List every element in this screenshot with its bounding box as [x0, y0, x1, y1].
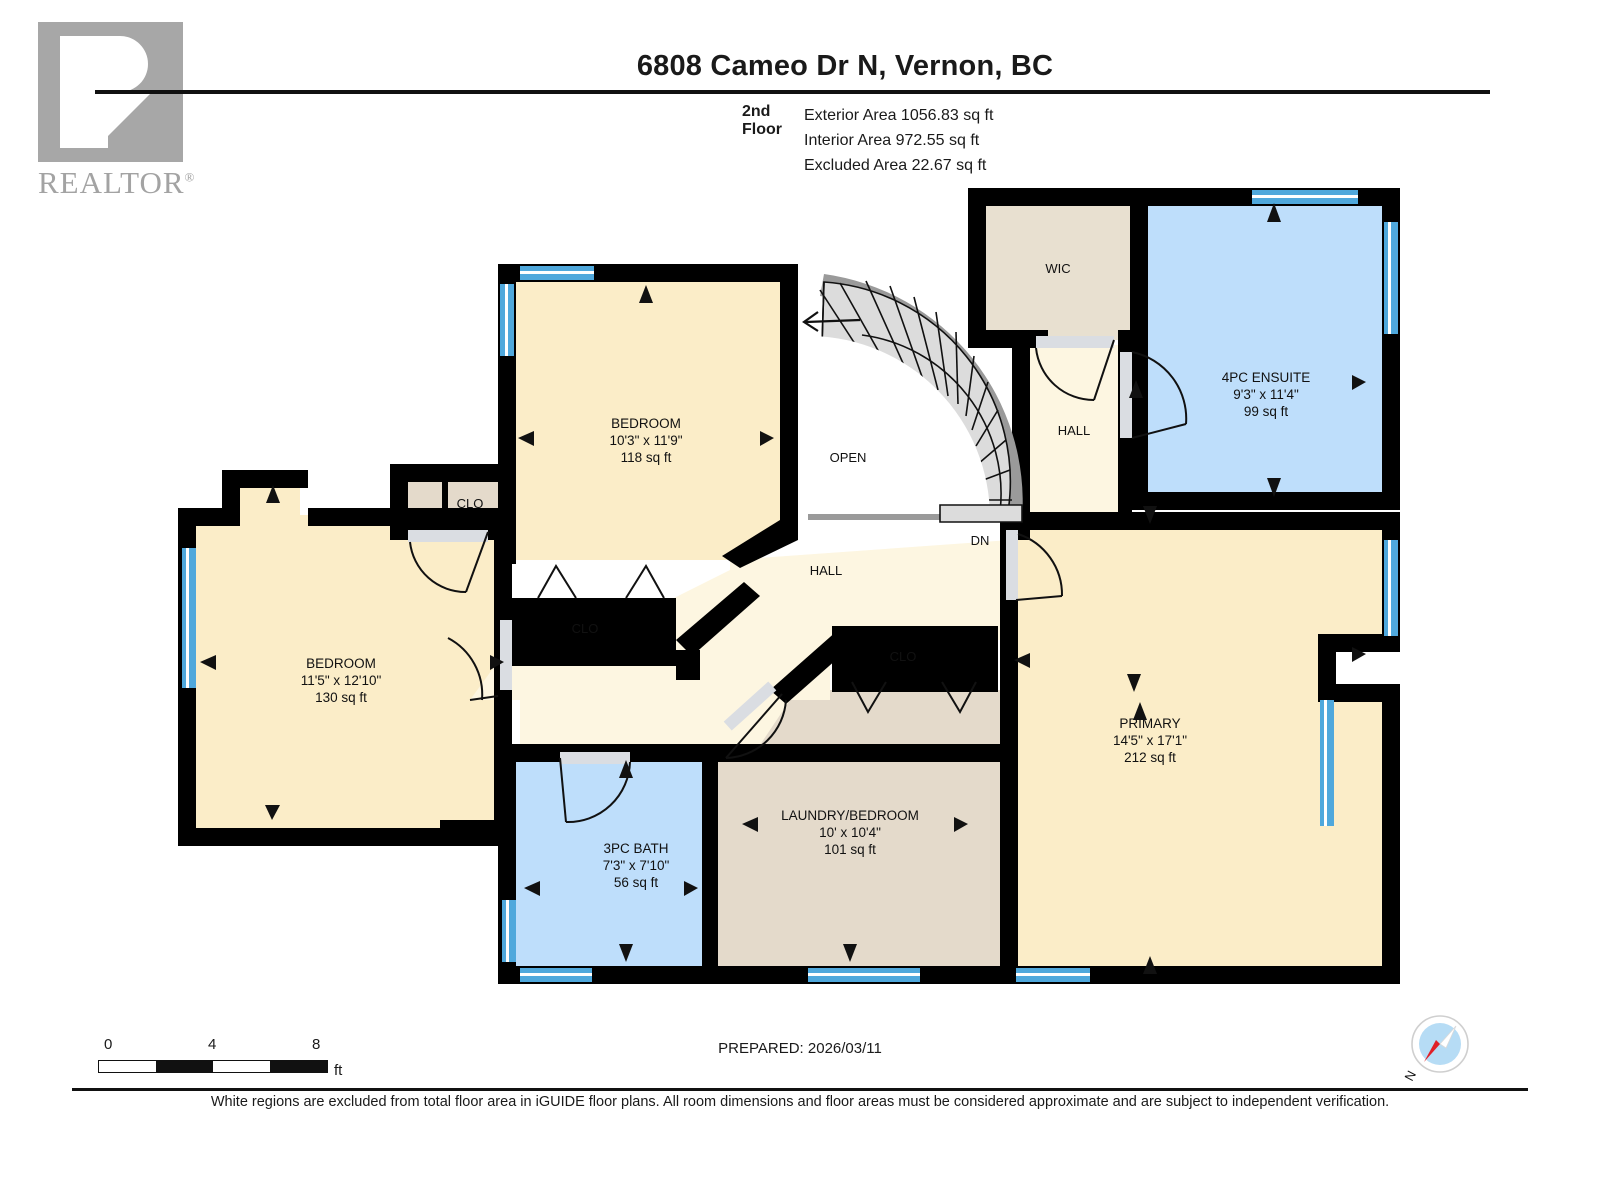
room-label-bath-area: 56 sq ft [614, 875, 659, 890]
registered-mark: ® [184, 169, 196, 185]
realtor-wordmark-text: REALTOR [38, 165, 185, 200]
room-label-bedroom-left-name: BEDROOM [306, 656, 376, 671]
room-label-laundry-area: 101 sq ft [824, 842, 876, 857]
room-label-wic: WIC [1045, 261, 1070, 276]
scale-tick-0: 0 [104, 1036, 113, 1053]
room-label-ensuite-dims: 9'3" x 11'4" [1233, 387, 1299, 402]
room-label-bath-dims: 7'3" x 7'10" [603, 858, 670, 873]
room-label-bedroom-left-area: 130 sq ft [315, 690, 367, 705]
compass-north-label: N [1401, 1068, 1419, 1083]
room-label-ensuite-area: 99 sq ft [1244, 404, 1289, 419]
room-label-primary-area: 212 sq ft [1124, 750, 1176, 765]
room-label-primary-name: PRIMARY [1119, 716, 1180, 731]
interior-area: Interior Area 972.55 sq ft [804, 132, 980, 149]
exterior-area: Exterior Area 1056.83 sq ft [804, 107, 994, 124]
room-label-bedroom-upper-area: 118 sq ft [621, 450, 672, 465]
room-label-bedroom-left-dims: 11'5" x 12'10" [301, 673, 382, 688]
compass-rose: N [1398, 1010, 1472, 1094]
realtor-wordmark: REALTOR® [38, 165, 195, 201]
room-label-laundry-dims: 10' x 10'4" [819, 825, 881, 840]
prepared-date: PREPARED: 2026/03/11 [718, 1040, 882, 1057]
room-label-clo-1: CLO [457, 496, 484, 511]
room-label-laundry-name: LAUNDRY/BEDROOM [781, 808, 919, 823]
excluded-area: Excluded Area 22.67 sq ft [804, 157, 987, 174]
scale-tick-8: 8 [312, 1036, 321, 1053]
footer-divider [72, 1088, 1528, 1091]
room-label-dn: DN [971, 533, 990, 548]
scale-tick-4: 4 [208, 1036, 217, 1053]
area-list: Exterior Area 1056.83 sq ft Interior Are… [804, 103, 993, 178]
room-label-clo-3: CLO [890, 649, 917, 664]
room-label-hall-right: HALL [1058, 423, 1091, 438]
header-divider [95, 90, 1490, 94]
floor-label: 2nd Floor [742, 103, 782, 138]
room-label-primary-dims: 14'5" x 17'1" [1113, 733, 1187, 748]
room-label-hall-center: HALL [810, 563, 843, 578]
disclaimer-text: White regions are excluded from total fl… [210, 1094, 1390, 1110]
room-label-clo-2: CLO [572, 621, 599, 636]
scale-bar: 0 4 8 ft [98, 1036, 342, 1082]
plan-header: REALTOR® 6808 Cameo Dr N, Vernon, BC 2nd… [0, 0, 1600, 200]
room-label-bedroom-upper-dims: 10'3" x 11'9" [609, 433, 682, 448]
room-label-bedroom-upper-name: BEDROOM [611, 416, 681, 431]
scale-bar-track [98, 1060, 328, 1073]
room-label-bath-name: 3PC BATH [603, 841, 668, 856]
room-label-open: OPEN [830, 450, 867, 465]
scale-unit-label: ft [334, 1062, 343, 1079]
page-title: 6808 Cameo Dr N, Vernon, BC [636, 50, 1054, 82]
room-label-ensuite-name: 4PC ENSUITE [1222, 370, 1311, 385]
